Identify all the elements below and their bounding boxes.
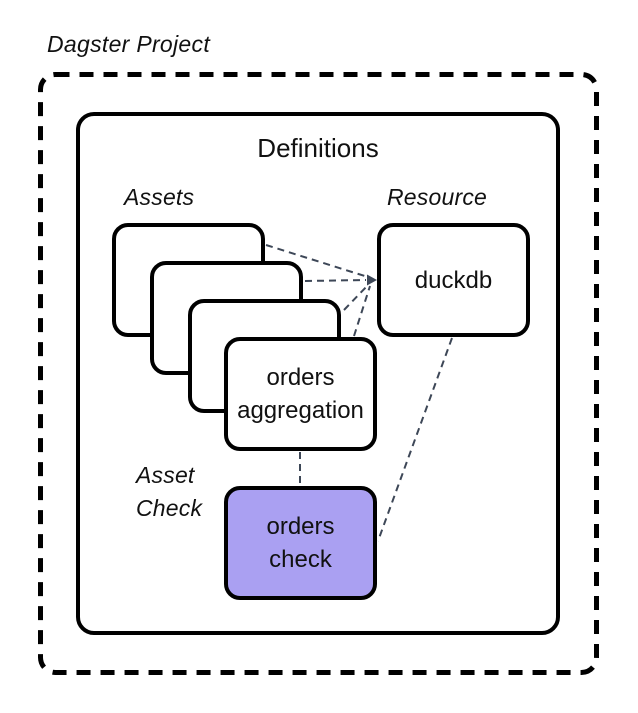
- asset-check-card-label-line: check: [269, 546, 332, 573]
- project-title: Dagster Project: [47, 31, 211, 57]
- asset-check-card-label-line: orders: [266, 513, 335, 540]
- assets-group-label: Assets: [124, 184, 195, 210]
- asset-card-label: orders aggregation: [237, 361, 364, 427]
- asset-check-group-label: Asset Check: [136, 459, 202, 525]
- asset-check-card-orders-check: orders check: [224, 486, 377, 600]
- definitions-title: Definitions: [257, 133, 379, 163]
- asset-check-group-label-line: Asset: [136, 462, 195, 488]
- asset-check-card-label: orders check: [266, 510, 334, 576]
- asset-card-orders-aggregation: orders aggregation: [224, 337, 377, 451]
- resource-card-label: duckdb: [415, 264, 492, 297]
- asset-card-label-line: orders: [266, 364, 335, 391]
- resource-card-label-line: duckdb: [414, 266, 493, 294]
- asset-check-group-label-line: Check: [136, 495, 203, 521]
- resource-card-duckdb: duckdb: [377, 223, 530, 337]
- resource-group-label: Resource: [387, 184, 488, 210]
- asset-card-label-line: aggregation: [237, 397, 364, 424]
